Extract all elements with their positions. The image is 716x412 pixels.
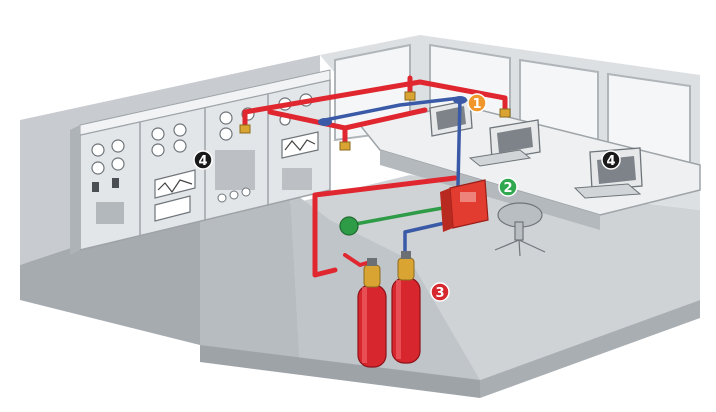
vent-grids	[96, 150, 312, 224]
operator-desk	[358, 99, 701, 257]
cabinet-side	[70, 125, 80, 255]
callout-3-cylinders: 3	[430, 282, 450, 302]
agent-pipe	[312, 175, 458, 278]
svg-text:1: 1	[472, 97, 481, 112]
workstation	[468, 119, 541, 167]
chart-screens	[154, 131, 319, 222]
agent-cylinders	[357, 251, 421, 368]
cylinder	[391, 251, 421, 364]
front-wall-left	[20, 205, 200, 345]
discharge-nozzles	[239, 91, 511, 151]
callout-4-cabinet: 4	[193, 150, 213, 170]
floor-edge-right	[480, 300, 700, 398]
detection-line	[323, 96, 462, 187]
control-panel	[440, 179, 489, 232]
floor-edge-front	[200, 345, 480, 398]
office-chair	[494, 202, 546, 257]
callout-1-detector: 1	[467, 93, 487, 113]
front-wall-middle	[200, 190, 300, 370]
switches	[92, 178, 119, 192]
svg-text:3: 3	[435, 286, 444, 301]
callout-2-control-panel: 2	[498, 177, 518, 197]
svg-text:4: 4	[198, 154, 207, 169]
nozzle	[339, 141, 351, 151]
agent-pipe	[343, 253, 372, 267]
floor-partition	[290, 190, 480, 380]
detectors	[318, 96, 467, 126]
agent-pipe	[242, 79, 508, 115]
desk-front	[380, 150, 600, 230]
buttons	[217, 187, 251, 203]
manual-release-station	[339, 216, 359, 236]
svg-text:4: 4	[606, 154, 615, 169]
nozzle	[239, 124, 251, 134]
nozzle	[499, 108, 511, 118]
svg-text:2: 2	[503, 181, 512, 196]
detection-line	[403, 218, 460, 260]
cylinder	[357, 258, 387, 368]
callout-4-workstation: 4	[601, 150, 621, 170]
nozzle	[404, 91, 416, 101]
